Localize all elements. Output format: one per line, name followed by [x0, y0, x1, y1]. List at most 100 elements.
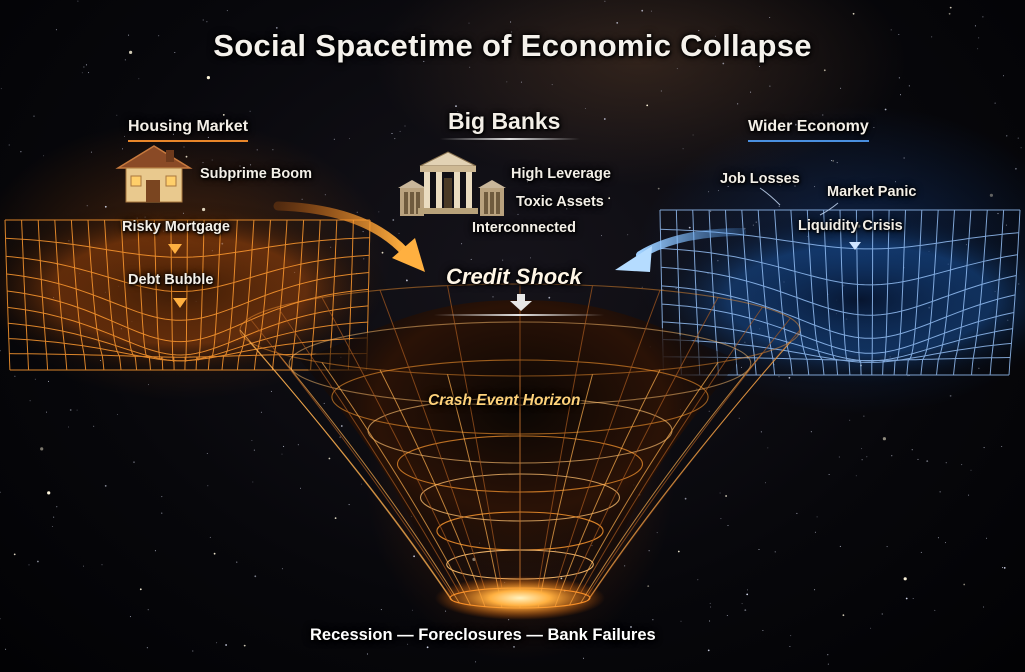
star — [684, 497, 687, 500]
well-radial-line — [239, 329, 451, 599]
star — [814, 589, 816, 591]
star — [646, 104, 649, 107]
star — [648, 550, 650, 552]
star — [239, 165, 241, 167]
star — [762, 630, 764, 631]
star — [381, 251, 384, 254]
star — [28, 564, 30, 566]
star — [760, 431, 762, 433]
arrow-down-icon — [849, 242, 861, 250]
star — [677, 550, 680, 553]
star — [719, 492, 721, 494]
star — [717, 190, 719, 192]
star — [8, 144, 10, 146]
star — [146, 647, 148, 649]
star — [949, 6, 952, 9]
star — [692, 134, 694, 136]
star — [911, 449, 913, 451]
star — [983, 447, 985, 449]
star — [324, 194, 326, 196]
star — [758, 549, 760, 550]
star — [604, 0, 606, 2]
star — [934, 609, 936, 611]
star — [630, 626, 632, 628]
star — [970, 469, 972, 471]
star — [260, 411, 262, 413]
star — [366, 52, 368, 54]
star — [814, 186, 816, 188]
star — [413, 555, 415, 558]
star — [83, 565, 84, 567]
grid-line — [120, 219, 138, 371]
star — [88, 72, 90, 74]
star — [81, 72, 83, 74]
well-radial-line — [447, 285, 503, 589]
grid-line — [741, 209, 757, 376]
housing-market-heading: Housing Market — [128, 118, 249, 142]
star — [300, 487, 301, 489]
star — [697, 579, 699, 581]
star — [253, 449, 255, 451]
star — [559, 271, 561, 273]
star — [584, 108, 586, 109]
star — [423, 60, 425, 62]
star — [129, 50, 133, 55]
star — [1001, 446, 1003, 447]
star — [823, 69, 826, 72]
star — [37, 560, 39, 563]
star — [90, 151, 92, 153]
star — [961, 464, 963, 466]
star — [652, 619, 654, 621]
star — [298, 53, 299, 54]
star — [997, 213, 999, 215]
star — [765, 482, 766, 484]
star — [33, 115, 35, 117]
grid-line — [757, 209, 776, 376]
star — [710, 210, 712, 212]
star — [394, 138, 396, 140]
label-job-losses: Job Losses — [720, 171, 800, 187]
star — [172, 133, 174, 135]
star — [0, 618, 1, 620]
arrow-down-icon — [173, 298, 187, 308]
star — [715, 35, 716, 37]
star — [133, 461, 135, 464]
star — [406, 279, 408, 282]
grid-line — [236, 219, 255, 371]
star — [116, 114, 118, 116]
star — [281, 453, 283, 455]
star — [272, 149, 274, 151]
big-banks-heading: Big Banks — [448, 108, 561, 134]
star — [831, 160, 832, 162]
star — [709, 620, 711, 622]
star — [758, 66, 760, 67]
star — [226, 10, 228, 12]
star — [601, 235, 602, 237]
grid-line — [936, 209, 955, 376]
star — [29, 400, 31, 402]
star — [903, 157, 905, 159]
star — [779, 184, 781, 186]
star — [455, 105, 457, 107]
star — [744, 609, 747, 611]
star — [407, 643, 409, 645]
star — [873, 127, 875, 128]
well-radial-line — [277, 352, 460, 604]
star — [789, 646, 791, 647]
grid-line — [839, 209, 851, 376]
star — [827, 663, 829, 665]
star — [333, 138, 335, 140]
star — [840, 87, 842, 89]
star — [445, 610, 447, 612]
grid-line — [253, 219, 271, 371]
star — [769, 85, 771, 87]
arrow-down-icon — [168, 244, 182, 254]
star — [624, 565, 626, 567]
star — [281, 568, 283, 570]
star — [340, 425, 343, 427]
star — [68, 426, 69, 428]
star — [619, 635, 621, 636]
star — [47, 491, 51, 495]
star — [56, 506, 58, 508]
